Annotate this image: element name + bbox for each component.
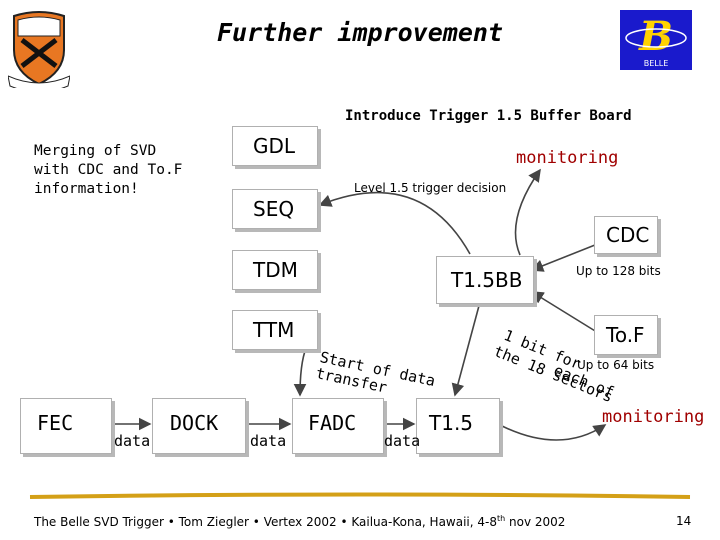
merging-line-2: with CDC and To.F xyxy=(34,162,183,178)
bb-t15-arrow xyxy=(451,301,481,397)
cdc-bits-label: Up to 128 bits xyxy=(576,264,661,278)
merging-line-3: information! xyxy=(34,181,139,197)
data-label-1: data xyxy=(114,432,151,450)
tof-arrow xyxy=(530,291,601,335)
slide-title: Further improvement xyxy=(217,18,503,47)
fec-label: FEC xyxy=(37,411,74,435)
footer-place-date: Kailua-Kona, Hawaii, 4-8 xyxy=(351,515,497,529)
princeton-shield-logo xyxy=(8,11,70,88)
monitoring-bottom-label: monitoring xyxy=(602,407,705,427)
cdc-box: CDC xyxy=(594,216,658,254)
footer-talk: The Belle SVD Trigger xyxy=(34,515,164,529)
page-number: 14 xyxy=(676,514,692,528)
cdc-arrow xyxy=(530,242,601,272)
footer-author: Tom Ziegler xyxy=(178,515,249,529)
fadc-label: FADC xyxy=(308,411,357,435)
seq-label: SEQ xyxy=(253,197,295,221)
tof-bits-label: Up to 64 bits xyxy=(577,358,655,372)
footer-bullet-2: • xyxy=(252,515,260,529)
tof-label: To.F xyxy=(606,323,645,347)
footer: The Belle SVD Trigger • Tom Ziegler • Ve… xyxy=(34,514,565,529)
level15-label: Level 1.5 trigger decision xyxy=(354,181,507,195)
svg-text:B: B xyxy=(638,13,673,60)
level15-arrow xyxy=(318,191,471,255)
footer-bullet-3: • xyxy=(340,515,348,529)
merging-line-1: Merging of SVD xyxy=(34,143,157,159)
gdl-label: GDL xyxy=(253,134,296,158)
data-label-2: data xyxy=(250,432,287,450)
seq-box: SEQ xyxy=(232,189,318,229)
data-label-3: data xyxy=(384,432,421,450)
slide-subtitle: Introduce Trigger 1.5 Buffer Board xyxy=(345,108,632,124)
tdm-box: TDM xyxy=(232,250,318,290)
svg-text:BELLE: BELLE xyxy=(644,59,669,68)
footer-bullet-1: • xyxy=(167,515,175,529)
t15-label: T1.5 xyxy=(429,411,474,435)
cdc-label: CDC xyxy=(606,223,650,247)
footer-conference: Vertex 2002 xyxy=(263,515,337,529)
fec-box: FEC xyxy=(20,398,112,454)
tdm-label: TDM xyxy=(253,258,298,282)
belle-logo: B BELLE xyxy=(620,10,692,70)
gdl-box: GDL xyxy=(232,126,318,166)
footer-superscript: th xyxy=(497,514,506,523)
dock-box: DOCK xyxy=(152,398,246,454)
dock-label: DOCK xyxy=(170,411,219,435)
ttm-label: TTM xyxy=(253,318,295,342)
tof-box: To.F xyxy=(594,315,658,355)
t15bb-box: T1.5BB xyxy=(436,256,534,304)
monitoring-top-arrow xyxy=(514,168,541,256)
footer-date-end: nov 2002 xyxy=(505,515,566,529)
fadc-box: FADC xyxy=(292,398,384,454)
ttm-box: TTM xyxy=(232,310,318,350)
footer-rule xyxy=(29,492,691,499)
merging-note: Merging of SVD with CDC and To.F informa… xyxy=(34,142,182,199)
monitoring-bottom-arrow xyxy=(499,424,607,441)
t15bb-label: T1.5BB xyxy=(451,268,523,292)
monitoring-top-label: monitoring xyxy=(516,148,619,168)
t15-box: T1.5 xyxy=(416,398,500,454)
